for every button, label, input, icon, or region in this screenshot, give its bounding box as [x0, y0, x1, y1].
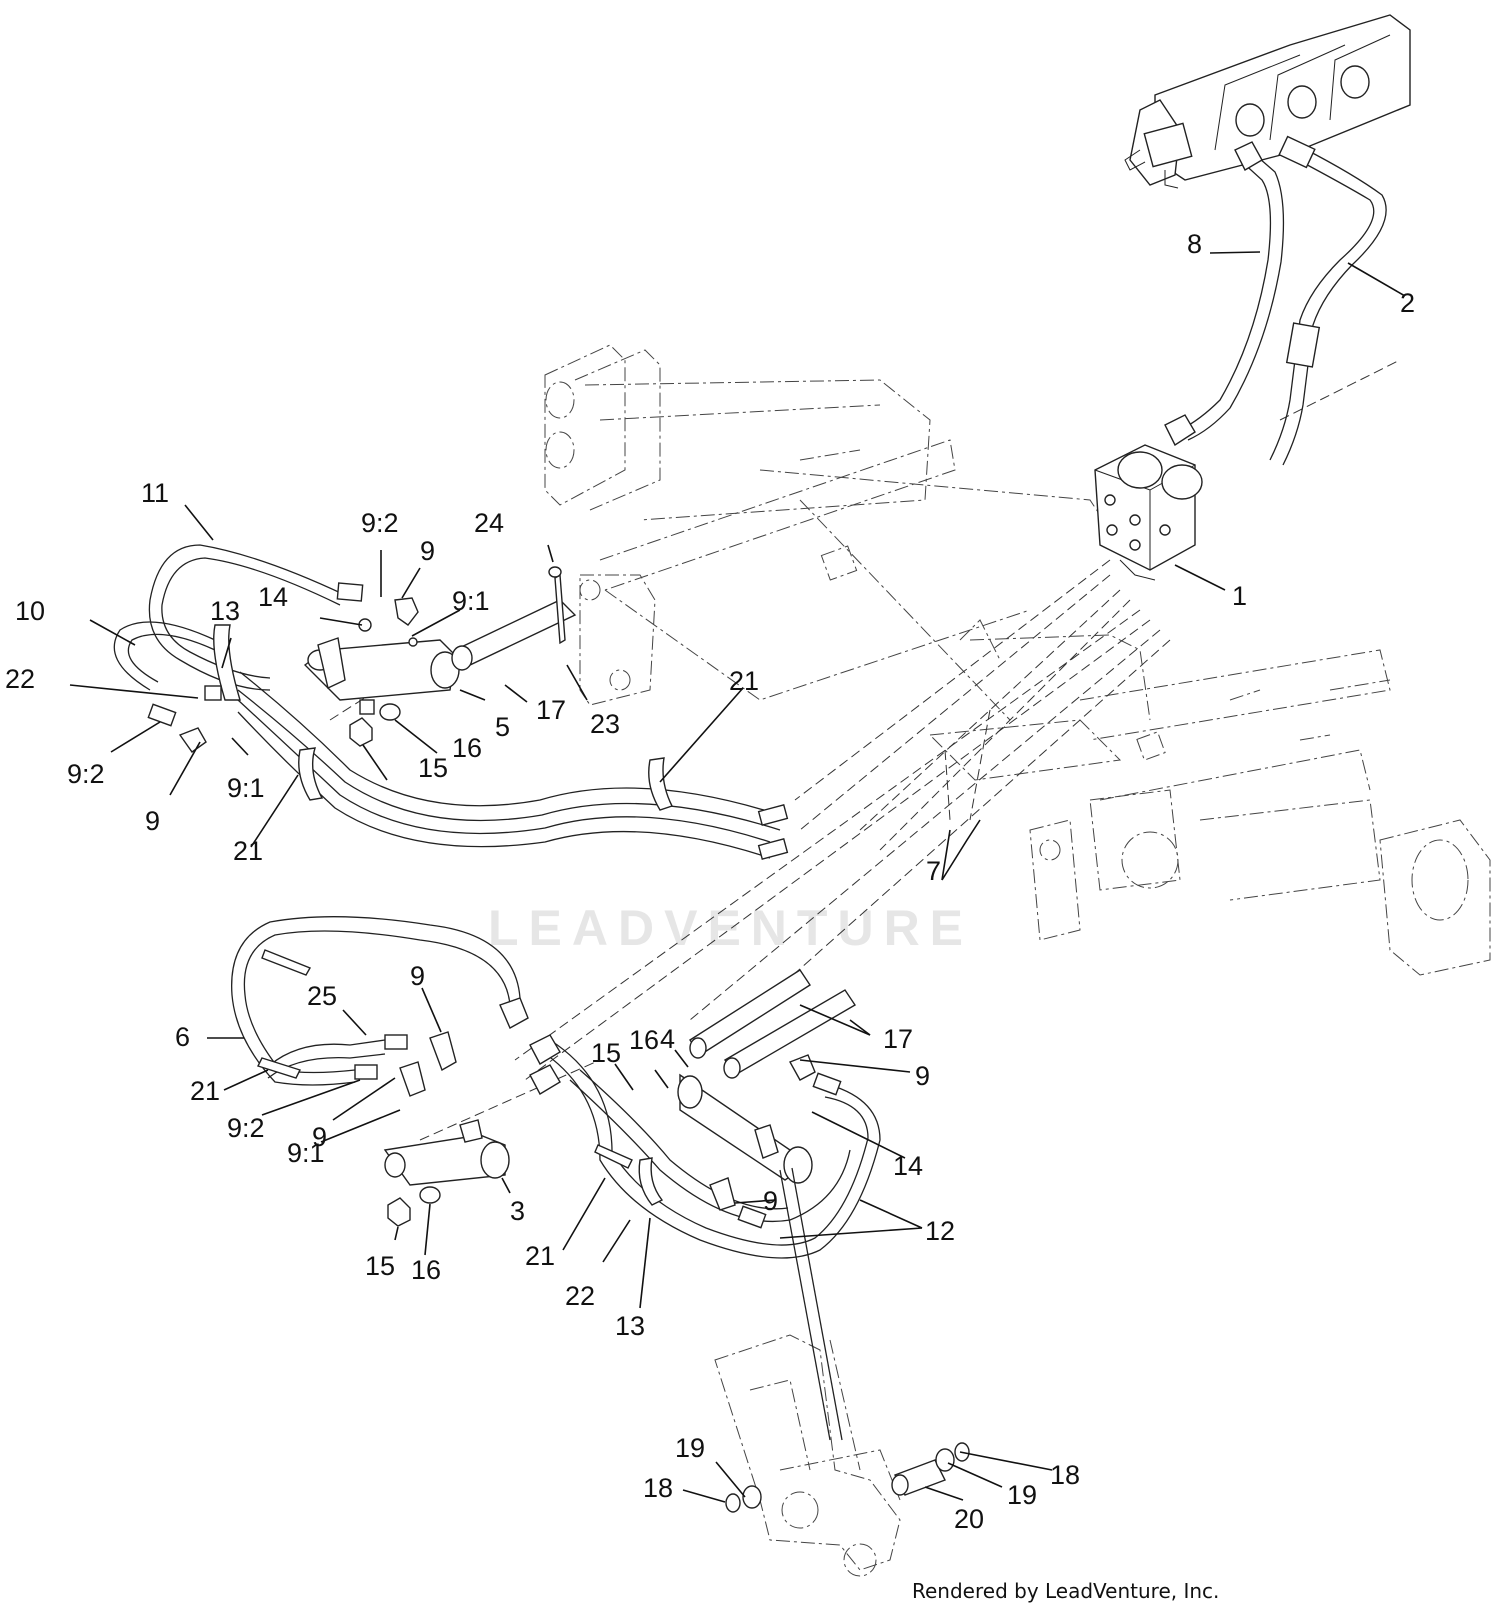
callout-21-top: 21	[729, 666, 759, 696]
hose-2	[1269, 135, 1387, 466]
callouts: 1 2 3 4 5 6 7 8 9 9 9 9 9 9 9:1 9:1 9:1 …	[5, 229, 1415, 1534]
callout-9-1-left: 9:1	[227, 773, 265, 803]
callout-9-2-left: 9:2	[67, 759, 105, 789]
callout-9-1-mid: 9:1	[287, 1138, 325, 1168]
callout-21-mid: 21	[233, 836, 263, 866]
callout-9-2-mid: 9:2	[227, 1113, 265, 1143]
callout-1: 1	[1232, 581, 1247, 611]
bottom-pin-hardware	[725, 1442, 970, 1513]
callout-2: 2	[1400, 288, 1415, 318]
frame-phantom	[544, 344, 1491, 1577]
leader-lines	[69, 251, 1406, 1503]
callout-20: 20	[954, 1504, 984, 1534]
callout-9-bottom: 9	[763, 1186, 778, 1216]
callout-5: 5	[495, 712, 510, 742]
watermark: LEADVENTURE	[488, 900, 973, 956]
callout-15-bottom: 15	[365, 1251, 395, 1281]
routing-dash-lines	[329, 359, 1401, 1141]
callout-21-bottom: 21	[525, 1241, 555, 1271]
callout-22-bottom: 22	[565, 1281, 595, 1311]
callout-3: 3	[510, 1196, 525, 1226]
lower-left-assembly	[231, 916, 529, 1227]
callout-25: 25	[307, 981, 337, 1011]
callout-19-left: 19	[675, 1433, 705, 1463]
callout-16-top: 16	[452, 733, 482, 763]
callout-11: 11	[141, 478, 169, 508]
upper-cylinder-assembly	[303, 566, 577, 747]
callout-24: 24	[474, 508, 504, 538]
callout-17-top: 17	[536, 695, 566, 725]
callout-9-1-top: 9:1	[452, 586, 490, 616]
lower-right-assembly	[529, 969, 881, 1441]
callout-21-left: 21	[190, 1076, 220, 1106]
hydraulic-pump	[1124, 14, 1411, 189]
callout-10: 10	[15, 596, 45, 626]
callout-19-right: 19	[1007, 1480, 1037, 1510]
callout-9-right: 9	[915, 1061, 930, 1091]
callout-18-left: 18	[643, 1473, 673, 1503]
callout-13-top: 13	[210, 596, 240, 626]
callout-9-mid-b: 9	[312, 1122, 327, 1152]
hose-8	[1164, 141, 1285, 447]
callout-9-2-top: 9:2	[361, 508, 399, 538]
callout-16-mid: 16	[629, 1025, 659, 1055]
credit-text: Rendered by LeadVenture, Inc.	[912, 1579, 1219, 1603]
callout-14-bottom: 14	[893, 1151, 923, 1181]
callout-17-bottom: 17	[883, 1024, 913, 1054]
callout-15-top: 15	[418, 753, 448, 783]
callout-4: 4	[660, 1024, 675, 1054]
callout-9-top: 9	[420, 536, 435, 566]
callout-7: 7	[926, 856, 941, 886]
callout-13-bottom: 13	[615, 1311, 645, 1341]
callout-22-top: 22	[5, 664, 35, 694]
callout-23: 23	[590, 709, 620, 739]
callout-9-mid-a: 9	[410, 961, 425, 991]
upper-hose-bundle	[113, 544, 789, 860]
callout-16-bottom: 16	[411, 1255, 441, 1285]
callout-18-right: 18	[1050, 1460, 1080, 1490]
callout-6: 6	[175, 1022, 190, 1052]
callout-14-top: 14	[258, 582, 288, 612]
valve-block	[1094, 444, 1203, 581]
callout-12: 12	[925, 1216, 955, 1246]
callout-9-left: 9	[145, 806, 160, 836]
callout-15-mid: 15	[591, 1038, 621, 1068]
callout-8: 8	[1187, 229, 1202, 259]
